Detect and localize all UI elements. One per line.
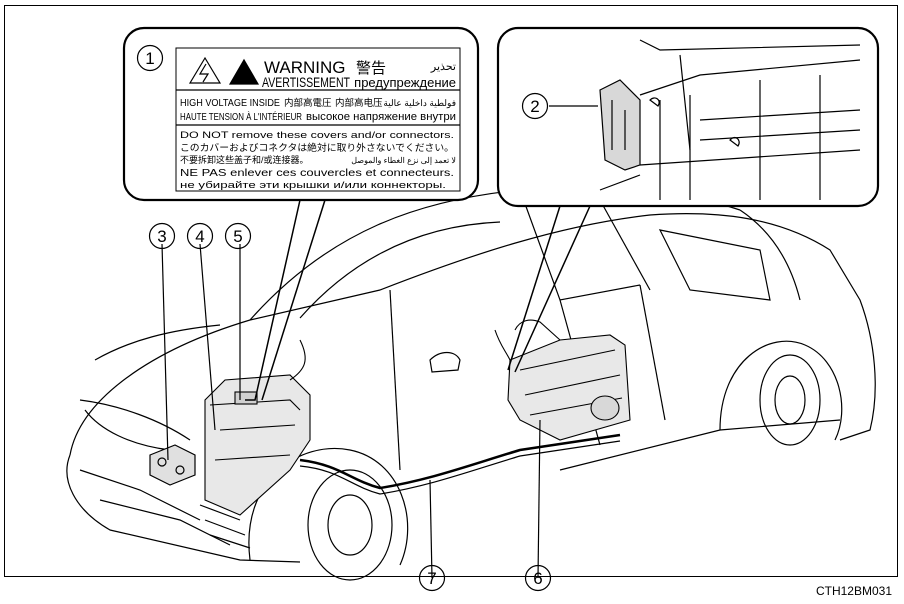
callout-circle-2 [521,92,549,120]
label-line-jp: このカバーおよびコネクタは絶対に取り外さないでください。 [180,142,454,154]
label-warning-fr: AVERTISSEMENT [262,74,350,90]
leader-6 [537,419,541,579]
leader-4 [199,243,216,431]
callout-circle-5 [224,222,252,250]
power-cable [299,433,621,495]
label-hv-ru: высокое напряжение внутри [306,111,456,123]
pointer-2 [507,205,561,371]
callout-6: 6 [533,569,542,588]
warning-triangle-icon [228,58,260,85]
label-hv-ar: فولطية داخلية عالية [383,98,456,109]
label-hv-cn: 内部高电压 [335,97,383,109]
label-warning-en: WARNING [264,58,346,77]
callout-circle-4 [186,222,214,250]
service-plug-detail [599,39,861,200]
car-outline [66,187,876,563]
label-line-ar: لا تعمد إلى نزع الغطاء والموصل [351,156,456,165]
label-hv-en: HIGH VOLTAGE INSIDE [180,98,280,109]
pointer-1 [245,199,301,401]
inset-connector [496,26,880,208]
diagram-frame [4,5,898,577]
label-line-ru: не убирайте эти крышки и/или коннекторы. [180,180,446,190]
label-line-en: DO NOT remove these covers and/or connec… [180,130,454,141]
callout-circle-7 [418,564,446,592]
hybrid-battery [494,319,631,441]
label-hv-jp: 内部高電圧 [284,97,332,109]
rear-wheel [719,340,843,446]
label-line-fr: NE PAS enlever ces couvercles et connect… [180,168,454,179]
high-voltage-icon [188,56,222,84]
callout-3: 3 [157,227,166,246]
label-warning-ar: تحذير [430,61,456,73]
callout-2: 2 [530,97,539,116]
image-code: CTH12BM031 [815,584,892,598]
warning-label-plate [175,47,461,192]
label-line-cn: 不要拆卸这些盖子和/或连接器。 [180,154,309,165]
callout-circle-6 [524,564,552,592]
air-conditioning-compressor [149,444,196,486]
callout-7: 7 [427,569,436,588]
label-warning-ru: предупреждение [354,75,456,90]
engine-room-lines [199,504,251,549]
inverter-transaxle [204,339,311,516]
callout-1: 1 [145,49,154,68]
leader-7 [429,479,433,579]
callout-circle-1 [136,44,164,72]
callout-circle-3 [148,222,176,250]
leader-3 [161,243,169,461]
callout-4: 4 [195,227,204,246]
label-hv-fr: HAUTE TENSION À L'INTÉRIEUR [180,110,302,123]
front-wheel [248,448,409,581]
callout-5: 5 [233,227,242,246]
label-warning-jp: 警告 [356,60,386,77]
